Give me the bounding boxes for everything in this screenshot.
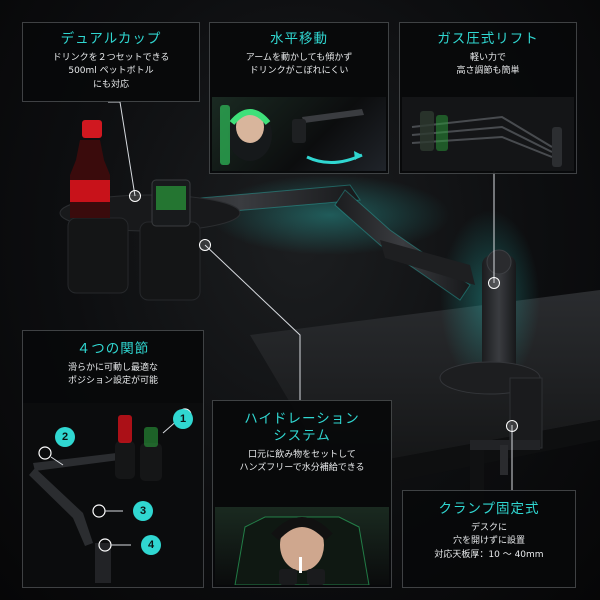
dual-cup-line: ドリンクを２つセットできる [52, 52, 170, 63]
four-joints-diagram [23, 403, 203, 587]
hydration-photo [215, 507, 389, 585]
dual-cup-description: ドリンクを２つセットできる 500ml ペットボトル にも対応 [23, 52, 199, 93]
four-joints-description: 滑らかに可動し最適な ポジション設定が可能 [23, 362, 203, 389]
clamp-title: クランプ固定式 [438, 501, 540, 517]
horizontal-move-title: 水平移動 [270, 31, 328, 47]
four-joints-panel: ４つの関節 滑らかに可動し最適な ポジション設定が可能 1 2 3 4 [22, 330, 204, 588]
gas-lift-line: 軽い力で [469, 52, 506, 63]
clamp-line: 対応天板厚：10 〜 40mm [434, 549, 544, 560]
four-joints-line: 滑らかに可動し最適な [67, 362, 158, 373]
bottle-cap [82, 120, 102, 138]
clamp-line: デスクに [470, 522, 507, 533]
arm-marker [199, 239, 211, 251]
dual-cup-line: 500ml ペットボトル [68, 66, 154, 77]
clamp-description: デスクに 穴を開けずに設置 対応天板厚：10 〜 40mm [403, 522, 575, 563]
horizontal-move-panel: 水平移動 アームを動かしても傾かず ドリンクがこぼれにくい [209, 22, 389, 174]
hydration-title: ハイドレーション システム [213, 411, 391, 445]
cup-marker [129, 190, 141, 202]
hydration-description: 口元に飲み物をセットして ハンズフリーで水分補給できる [213, 449, 391, 476]
dual-cup-panel: デュアルカップ ドリンクを２つセットできる 500ml ペットボトル にも対応 [22, 22, 200, 102]
clamp-panel: クランプ固定式 デスクに 穴を開けずに設置 対応天板厚：10 〜 40mm [402, 490, 576, 588]
clamp-marker [506, 420, 518, 432]
hydration-title-line: ハイドレーション [244, 411, 360, 427]
bottle-label [70, 180, 110, 202]
gas-lift-photo [402, 97, 574, 171]
hydration-line: ハンズフリーで水分補給できる [239, 463, 365, 474]
lift-marker [488, 277, 500, 289]
can-label [156, 186, 186, 210]
clamp-body [509, 377, 543, 449]
clamp-line: 穴を開けずに設置 [452, 536, 525, 547]
hydration-line: 口元に飲み物をセットして [248, 449, 356, 460]
dual-cup-title: デュアルカップ [60, 31, 162, 47]
gas-lift-line: 高さ調節も簡単 [456, 66, 520, 77]
joint-number-1: 1 [173, 409, 193, 429]
four-joints-title: ４つの関節 [76, 341, 150, 357]
horizontal-move-line: アームを動かしても傾かず [245, 52, 353, 63]
joint-number-3: 3 [133, 501, 153, 521]
hydration-panel: ハイドレーション システム 口元に飲み物をセットして ハンズフリーで水分補給でき… [212, 400, 392, 588]
cup-holder-left [67, 217, 129, 294]
hydration-title-line: システム [273, 427, 331, 444]
gas-lift-description: 軽い力で 高さ調節も簡単 [400, 52, 576, 79]
horizontal-move-photo [212, 97, 386, 171]
cup-holder-right [139, 221, 201, 301]
joint-number-2: 2 [55, 427, 75, 447]
gas-lift-title: ガス圧式リフト [437, 31, 539, 47]
horizontal-move-description: アームを動かしても傾かず ドリンクがこぼれにくい [210, 52, 388, 79]
joint-number-4: 4 [141, 535, 161, 555]
gas-lift-panel: ガス圧式リフト 軽い力で 高さ調節も簡単 [399, 22, 577, 174]
horizontal-move-line: ドリンクがこぼれにくい [249, 66, 349, 77]
four-joints-line: ポジション設定が可能 [67, 376, 158, 387]
dual-cup-line: にも対応 [92, 79, 129, 90]
